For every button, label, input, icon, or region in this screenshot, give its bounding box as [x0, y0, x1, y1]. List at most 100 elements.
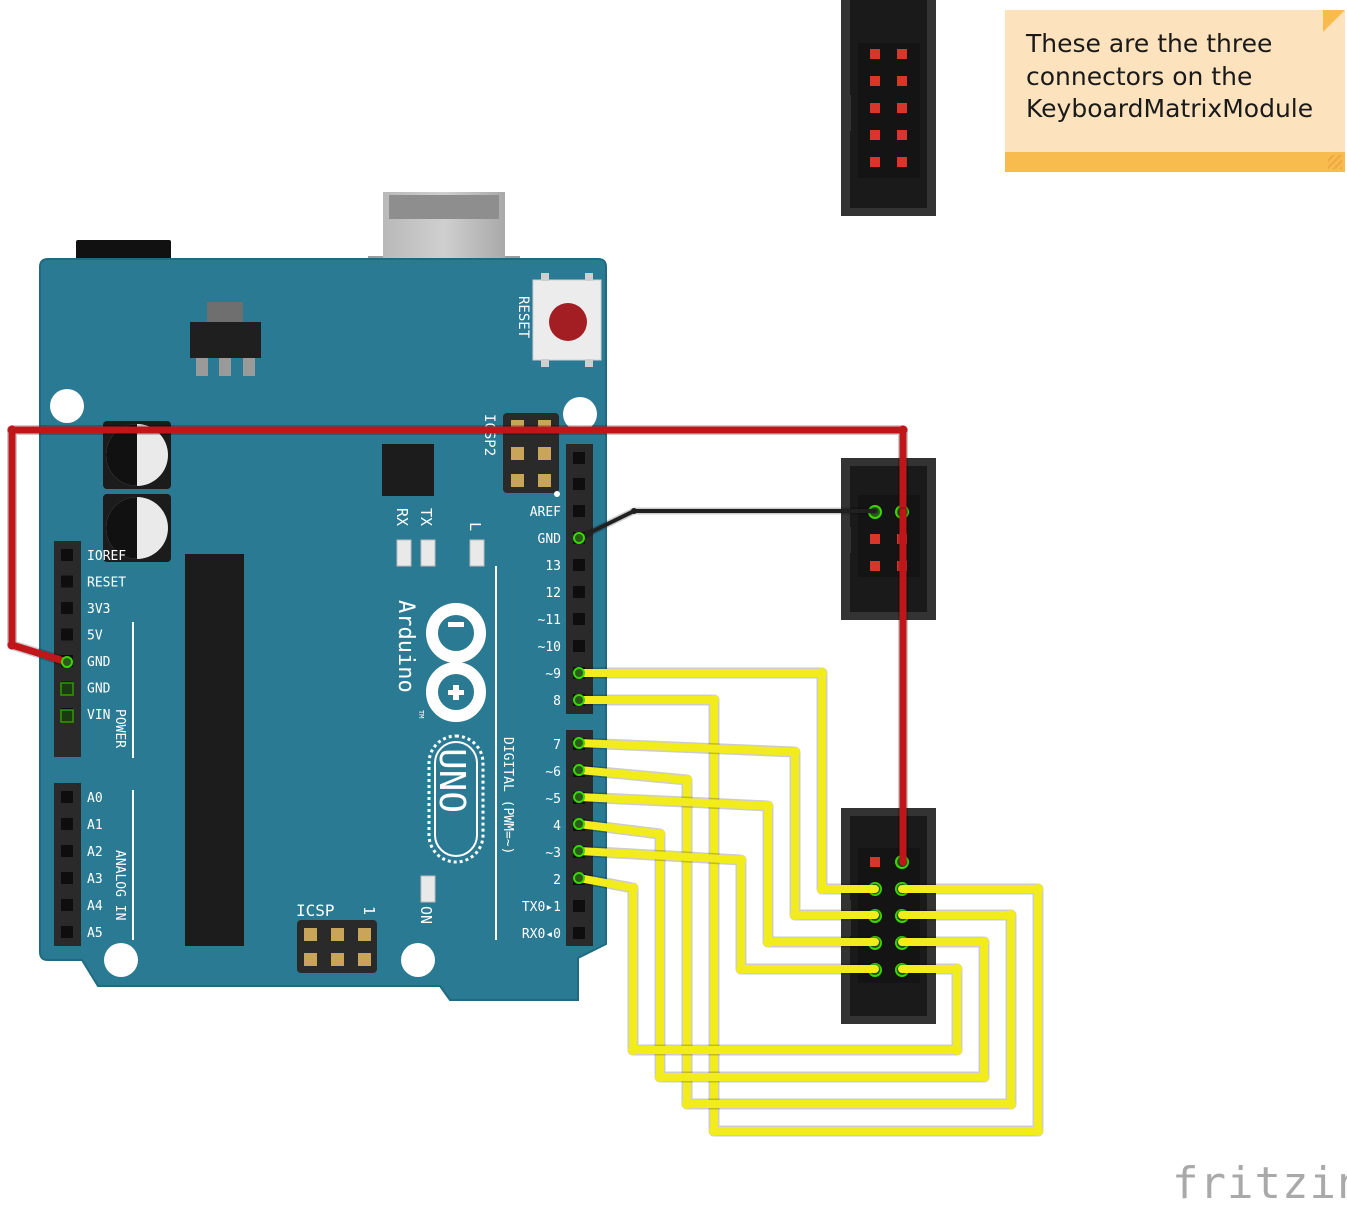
- wire-endpoint[interactable]: [61, 656, 73, 668]
- wire-bendpoint[interactable]: [7, 425, 17, 435]
- wire-bendpoint[interactable]: [736, 964, 746, 974]
- connector-pin[interactable]: [870, 76, 880, 86]
- mounting-hole: [563, 397, 597, 431]
- pin-label: VIN: [87, 708, 110, 723]
- wire-endpoint[interactable]: [573, 667, 585, 679]
- wire-endpoint[interactable]: [573, 845, 585, 857]
- wire-bendpoint[interactable]: [952, 1045, 962, 1055]
- rx-label: RX: [393, 508, 411, 526]
- wire-d9[interactable]: [575, 669, 879, 893]
- header-pin-connected[interactable]: [60, 682, 74, 696]
- header-pin[interactable]: [573, 900, 585, 912]
- pin-label: A4: [87, 899, 103, 914]
- pin-label: GND: [87, 682, 111, 697]
- voltage-regulator: [190, 302, 261, 376]
- connector-pin[interactable]: [897, 157, 907, 167]
- note-resize-grip[interactable]: [1328, 155, 1342, 169]
- wire-bendpoint[interactable]: [1006, 910, 1016, 920]
- pin-label: 4: [553, 819, 561, 834]
- wire-bendpoint[interactable]: [979, 1072, 989, 1082]
- pin-label: ~5: [545, 792, 561, 807]
- connector-pin[interactable]: [870, 103, 880, 113]
- header-pin[interactable]: [573, 586, 585, 598]
- header-pin[interactable]: [61, 872, 73, 884]
- header-pin[interactable]: [61, 818, 73, 830]
- wire-endpoint[interactable]: [573, 764, 585, 776]
- header-pin[interactable]: [61, 845, 73, 857]
- reset-label: RESET: [515, 296, 531, 339]
- wire-gnd[interactable]: [577, 509, 877, 540]
- wire-bendpoint[interactable]: [1006, 1099, 1016, 1109]
- connector-pin[interactable]: [870, 857, 880, 867]
- wire-d7[interactable]: [575, 739, 879, 919]
- header-pin[interactable]: [573, 927, 585, 939]
- wire-bendpoint[interactable]: [979, 937, 989, 947]
- wire-bendpoint[interactable]: [763, 937, 773, 947]
- header-pin[interactable]: [61, 602, 73, 614]
- wire-bendpoint[interactable]: [682, 1099, 692, 1109]
- wire-d8[interactable]: [575, 696, 1042, 1135]
- pin-label: ~3: [545, 846, 561, 861]
- header-pin[interactable]: [573, 613, 585, 625]
- icsp-header: [297, 920, 377, 973]
- wire-bendpoint[interactable]: [631, 508, 637, 514]
- wire-endpoint[interactable]: [573, 872, 585, 884]
- header-pin-connected[interactable]: [60, 709, 74, 723]
- wire-bendpoint[interactable]: [709, 1126, 719, 1136]
- pin-label: A5: [87, 926, 103, 941]
- wire-bendpoint[interactable]: [736, 855, 746, 865]
- wire-bendpoint[interactable]: [682, 775, 692, 785]
- wire-d4[interactable]: [575, 820, 988, 1081]
- header-pin[interactable]: [573, 640, 585, 652]
- wire-bendpoint[interactable]: [1033, 1126, 1043, 1136]
- wire-bendpoint[interactable]: [628, 883, 638, 893]
- wire-bendpoint[interactable]: [790, 910, 800, 920]
- connector-pin[interactable]: [897, 130, 907, 140]
- connector-pin[interactable]: [897, 49, 907, 59]
- wire-bendpoint[interactable]: [763, 801, 773, 811]
- connector-pin[interactable]: [870, 130, 880, 140]
- wire-d6[interactable]: [575, 766, 1015, 1108]
- wire-bendpoint[interactable]: [898, 425, 908, 435]
- wire-bendpoint[interactable]: [655, 1072, 665, 1082]
- wire-endpoint[interactable]: [573, 694, 585, 706]
- pin-label: A1: [87, 818, 103, 833]
- header-pin[interactable]: [573, 505, 585, 517]
- wire-bendpoint[interactable]: [817, 884, 827, 894]
- icsp2-label: ICSP2: [481, 414, 497, 456]
- header-pin[interactable]: [573, 478, 585, 490]
- header-pin[interactable]: [61, 791, 73, 803]
- wire-bendpoint[interactable]: [790, 747, 800, 757]
- reset-button[interactable]: [532, 273, 602, 367]
- header-pin[interactable]: [61, 628, 73, 641]
- sticky-note[interactable]: These are the three connectors on the Ke…: [1005, 10, 1345, 172]
- wire-d3[interactable]: [575, 847, 879, 973]
- wire-bendpoint[interactable]: [1033, 884, 1043, 894]
- wire-endpoint[interactable]: [573, 818, 585, 830]
- wire-bendpoint[interactable]: [7, 640, 17, 650]
- wire-endpoint[interactable]: [573, 791, 585, 803]
- wire-d5[interactable]: [575, 793, 879, 946]
- connector-pin[interactable]: [870, 561, 880, 571]
- connector-pin[interactable]: [870, 534, 880, 544]
- connector-pin[interactable]: [897, 103, 907, 113]
- wire-bendpoint[interactable]: [952, 964, 962, 974]
- wire-bendpoint[interactable]: [655, 829, 665, 839]
- wire-bendpoint[interactable]: [628, 1045, 638, 1055]
- connector-pin[interactable]: [897, 76, 907, 86]
- wire-bendpoint[interactable]: [817, 668, 827, 678]
- wire-endpoint[interactable]: [573, 737, 585, 749]
- pin-label: ~11: [538, 613, 561, 628]
- header-pin[interactable]: [573, 452, 585, 464]
- header-pin[interactable]: [61, 575, 73, 588]
- wire-bendpoint[interactable]: [709, 695, 719, 705]
- header-pin[interactable]: [573, 559, 585, 571]
- connector-pin[interactable]: [870, 49, 880, 59]
- wire-d2[interactable]: [575, 874, 961, 1054]
- connector-pin[interactable]: [870, 157, 880, 167]
- wire-endpoint[interactable]: [573, 532, 585, 544]
- header-pin[interactable]: [61, 899, 73, 911]
- header-pin[interactable]: [61, 926, 73, 938]
- header-pin[interactable]: [61, 549, 73, 561]
